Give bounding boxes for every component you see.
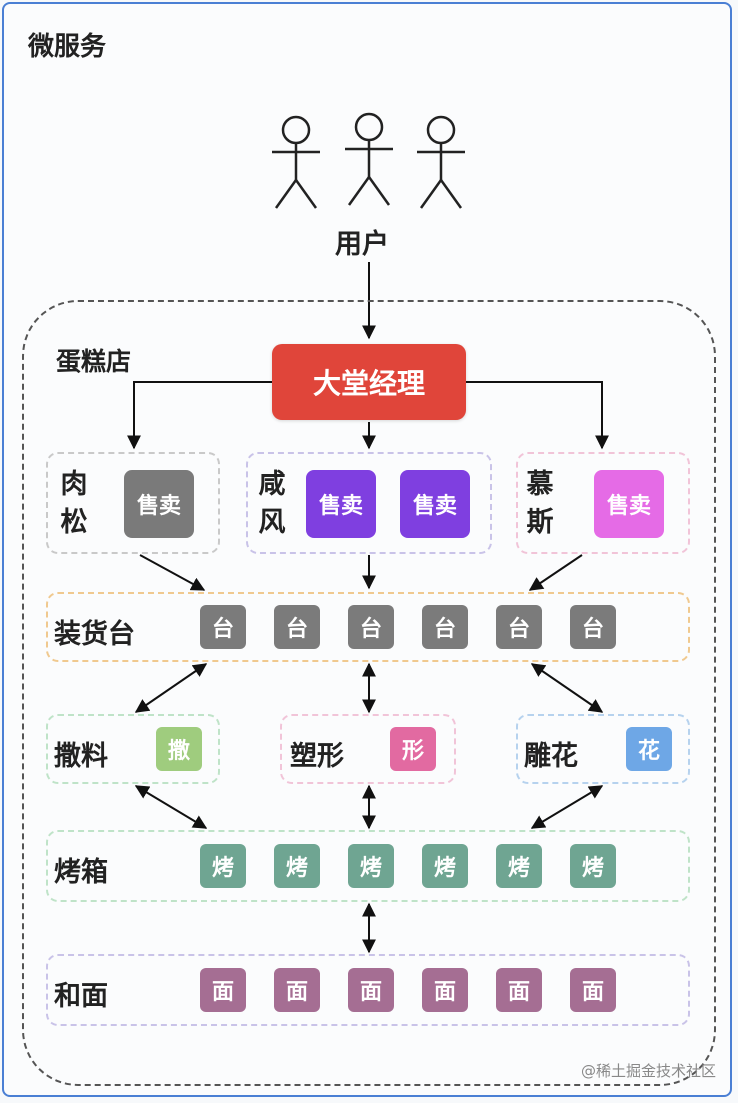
shaping-label: 塑形 bbox=[290, 741, 344, 772]
loading-tile: 台 bbox=[200, 605, 246, 649]
musi-sell-tile: 售卖 bbox=[594, 470, 664, 538]
arrow-loading-carve bbox=[530, 663, 604, 713]
shaping-tile: 形 bbox=[390, 727, 436, 771]
site-watermark: @稀土掘金技术社区 bbox=[580, 1062, 716, 1080]
dough-tile: 面 bbox=[422, 968, 468, 1012]
arrow-manager-to-rousong bbox=[127, 381, 272, 450]
sprinkle-tile: 撒 bbox=[156, 727, 202, 771]
group-xianfeng: 咸 风 售卖 售卖 bbox=[246, 452, 492, 554]
dough-tile: 面 bbox=[496, 968, 542, 1012]
carving-tile: 花 bbox=[626, 727, 672, 771]
xianfeng-label-char-1: 咸 bbox=[258, 469, 286, 500]
musi-label: 慕 斯 bbox=[524, 466, 556, 542]
xianfeng-label: 咸 风 bbox=[256, 466, 288, 542]
oven-tile: 烤 bbox=[496, 844, 542, 888]
arrow-carve-oven bbox=[530, 785, 604, 829]
users-label: 用户 bbox=[335, 229, 389, 260]
musi-label-char-2: 斯 bbox=[526, 507, 554, 538]
rousong-label-char-1: 肉 bbox=[60, 469, 88, 500]
oven-tile: 烤 bbox=[348, 844, 394, 888]
group-carving: 雕花 花 bbox=[516, 714, 690, 784]
rousong-label: 肉 松 bbox=[58, 466, 90, 542]
diagram-title: 微服务 bbox=[28, 32, 107, 62]
user-figure-2 bbox=[345, 112, 393, 206]
group-oven: 烤箱 烤烤烤烤烤烤 bbox=[46, 830, 690, 902]
oven-tile: 烤 bbox=[422, 844, 468, 888]
cake-shop-label: 蛋糕店 bbox=[56, 347, 132, 376]
cake-shop-boundary bbox=[22, 300, 716, 1086]
loading-tile: 台 bbox=[570, 605, 616, 649]
rousong-label-char-2: 松 bbox=[60, 507, 88, 538]
loading-dock-label: 装货台 bbox=[54, 619, 135, 650]
group-musi: 慕 斯 售卖 bbox=[516, 452, 690, 554]
musi-label-char-1: 慕 bbox=[526, 469, 554, 500]
carving-label: 雕花 bbox=[524, 741, 578, 772]
dough-tile: 面 bbox=[570, 968, 616, 1012]
arrow-rousong-to-loading bbox=[139, 554, 206, 591]
user-figure-3 bbox=[417, 115, 465, 209]
group-dough: 和面 面面面面面面 bbox=[46, 954, 690, 1026]
loading-tile: 台 bbox=[348, 605, 394, 649]
dough-tile: 面 bbox=[274, 968, 320, 1012]
oven-tile: 烤 bbox=[200, 844, 246, 888]
dough-label: 和面 bbox=[54, 981, 108, 1012]
dough-tile: 面 bbox=[348, 968, 394, 1012]
group-shaping: 塑形 形 bbox=[280, 714, 456, 784]
arrow-sprinkle-oven bbox=[134, 785, 208, 829]
xianfeng-sell-tile-1: 售卖 bbox=[306, 470, 376, 538]
user-figure-1 bbox=[272, 115, 320, 209]
arrow-musi-to-loading bbox=[528, 554, 583, 591]
oven-label: 烤箱 bbox=[54, 857, 108, 888]
oven-tile: 烤 bbox=[274, 844, 320, 888]
oven-tile: 烤 bbox=[570, 844, 616, 888]
xianfeng-label-char-2: 风 bbox=[258, 507, 286, 538]
dough-tile: 面 bbox=[200, 968, 246, 1012]
rousong-sell-tile: 售卖 bbox=[124, 470, 194, 538]
lobby-manager-box: 大堂经理 bbox=[272, 344, 466, 420]
xianfeng-sell-tile-2: 售卖 bbox=[400, 470, 470, 538]
group-loading-dock: 装货台 台台台台台台 bbox=[46, 592, 690, 662]
arrow-loading-sprinkle bbox=[134, 663, 208, 713]
group-sprinkle: 撒料 撒 bbox=[46, 714, 220, 784]
loading-tile: 台 bbox=[274, 605, 320, 649]
sprinkle-label: 撒料 bbox=[54, 741, 108, 772]
lobby-manager-label: 大堂经理 bbox=[312, 367, 425, 400]
loading-tile: 台 bbox=[422, 605, 468, 649]
arrow-manager-to-musi bbox=[466, 381, 609, 450]
group-rousong: 肉 松 售卖 bbox=[46, 452, 220, 554]
loading-tile: 台 bbox=[496, 605, 542, 649]
